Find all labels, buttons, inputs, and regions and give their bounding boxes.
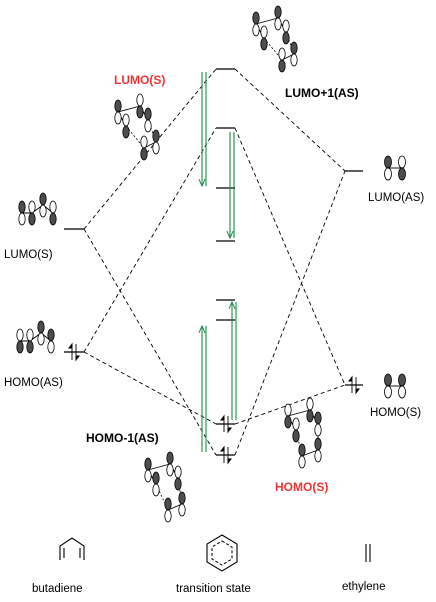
label-lumo-s-butadiene: LUMO(S) [4,249,53,261]
correlation-line [83,228,217,456]
label-butadiene: butadiene [32,583,83,595]
label-homo-s-ethylene: HOMO(S) [370,407,421,419]
transition-arrows [202,72,237,452]
correlation-line [234,170,346,456]
orbital-homo-s-ethylene-icon [384,373,406,399]
orbital-ts-homo-s-icon [284,397,322,469]
electron-pair-icon [220,414,232,434]
butadiene-structure-icon [59,537,85,560]
orbital-ts-lumo1-as-icon [252,5,298,73]
orbital-ts-lumo-s-icon [114,93,160,161]
label-ethylene: ethylene [342,581,385,593]
electron-pair-icon [68,342,80,362]
electron-pairs [68,342,360,465]
orbital-ts-homo-minus1-as-icon [144,451,186,523]
ethylene-structure-icon [365,544,371,562]
correlation-line [234,68,346,172]
orbital-lumo-s-butadiene-icon [18,192,57,226]
label-lumo-s-ts: LUMO(S) [114,73,165,87]
label-homo-as-butadiene: HOMO(AS) [4,377,63,389]
orbital-homo-as-butadiene-icon [16,320,55,354]
correlation-line [83,127,217,353]
correlation-line [83,351,217,425]
orbital-labels: LUMO(S) LUMO+1(AS) LUMO(AS) LUMO(S) HOMO… [4,73,424,494]
electron-pair-icon [220,445,232,465]
electron-pair-icon [348,375,360,395]
correlation-line [234,384,346,425]
correlation-lines [83,68,346,456]
label-homo-s-ts: HOMO(S) [275,480,328,494]
orbital-lumo-as-ethylene-icon [384,155,406,181]
molecule-labels: butadiene transition state ethylene [32,581,385,595]
correlation-line [234,127,346,386]
energy-levels [64,68,363,456]
label-lumo-as-ethylene: LUMO(AS) [368,192,424,204]
label-transition-state: transition state [176,583,251,595]
correlation-line [83,68,217,230]
label-lumo1-as: LUMO+1(AS) [285,86,359,100]
label-homo-minus1-as: HOMO-1(AS) [86,431,159,445]
transition-state-structure-icon [206,534,238,572]
